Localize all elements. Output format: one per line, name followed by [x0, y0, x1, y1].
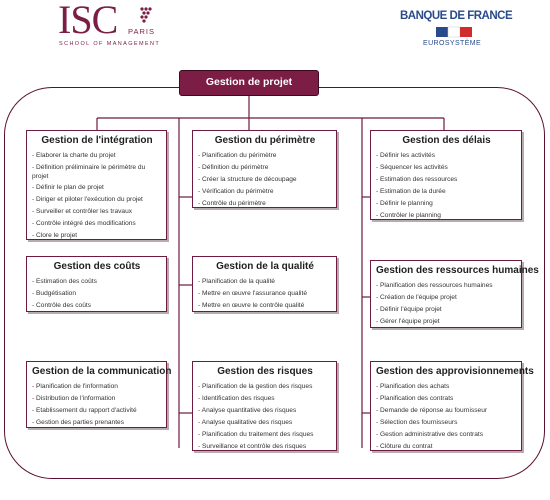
list-item: Surveillance et contrôle des risques: [198, 441, 332, 453]
list-item: Etablissement du rapport d'activité: [32, 405, 162, 417]
isc-logo-tagline: SCHOOL OF MANAGEMENT: [59, 41, 161, 47]
list-item: Mettre en œuvre le contrôle qualité: [198, 300, 332, 312]
list-item: Surveiller et contrôler les travaux: [32, 206, 162, 218]
list-item: Définir le planning: [376, 198, 517, 210]
list-item: Planification de la gestion des risques: [198, 381, 332, 393]
list-item: Mettre en œuvre l'assurance qualité: [198, 288, 332, 300]
box-title: Gestion des coûts: [53, 261, 141, 272]
box-gestion-couts: Gestion des coûts Estimation des coûts B…: [26, 256, 167, 312]
list-item: Clôture du contrat: [376, 441, 517, 453]
box-title: Gestion des risques: [217, 366, 313, 377]
list-item: Budgétisation: [32, 288, 162, 300]
item-list: Estimation des coûts Budgétisation Contr…: [32, 276, 162, 312]
box-title: Gestion de l'intégration: [41, 135, 153, 146]
list-item: Estimation de la durée: [376, 186, 517, 198]
list-item: Identification des risques: [198, 393, 332, 405]
list-item: Vérification du périmètre: [198, 186, 332, 198]
list-item: Planification des contrats: [376, 393, 517, 405]
list-item: Diriger et piloter l'exécution du projet: [32, 194, 162, 206]
list-item: Elaborer la charte du projet: [32, 150, 162, 162]
list-item: Créer la structure de découpage: [198, 174, 332, 186]
item-list: Définir les activités Séquencer les acti…: [376, 150, 517, 221]
box-gestion-risques: Gestion des risques Planification de la …: [192, 361, 337, 451]
list-item: Analyse qualitative des risques: [198, 417, 332, 429]
item-list: Elaborer la charte du projet Définition …: [32, 150, 162, 242]
box-title: Gestion des approvisionnements: [376, 366, 534, 377]
list-item: Contrôler le planning: [376, 210, 517, 222]
list-item: Demande de réponse au fournisseur: [376, 405, 517, 417]
item-list: Planification des ressources humaines Cr…: [376, 280, 517, 328]
list-item: Sélection des fournisseurs: [376, 417, 517, 429]
list-item: Clore le projet: [32, 230, 162, 242]
isc-logo-letters: ISC: [58, 0, 118, 42]
isc-logo-city: PARIS: [128, 27, 155, 36]
box-title: Gestion de la communication: [32, 366, 172, 377]
box-title: Gestion de la qualité: [216, 261, 314, 272]
isc-dots-icon: [140, 7, 152, 23]
list-item: Planification des achats: [376, 381, 517, 393]
list-item: Définir les activités: [376, 150, 517, 162]
list-item: Gestion administrative des contrats: [376, 429, 517, 441]
list-item: Planification du périmètre: [198, 150, 332, 162]
list-item: Planification du traitement des risques: [198, 429, 332, 441]
root-node-gestion-de-projet: Gestion de projet: [179, 70, 319, 96]
list-item: Planification de la qualité: [198, 276, 332, 288]
item-list: Planification du périmètre Définition du…: [198, 150, 332, 210]
box-gestion-approvisionnements: Gestion des approvisionnements Planifica…: [370, 361, 534, 452]
list-item: Contrôle intégré des modifications: [32, 218, 162, 230]
box-title: Gestion des ressources humaines: [376, 265, 539, 276]
list-item: Distribution de l'information: [32, 393, 162, 405]
list-item: Définir l'équipe projet: [376, 304, 517, 316]
list-item: Définition du périmètre: [198, 162, 332, 174]
box-gestion-communication: Gestion de la communication Planificatio…: [26, 361, 172, 429]
bdf-logo: BANQUE DE FRANCE EUROSYSTÈME: [400, 10, 520, 54]
list-item: Analyse quantitative des risques: [198, 405, 332, 417]
item-list: Planification de l'information Distribut…: [32, 381, 162, 429]
list-item: Séquencer les activités: [376, 162, 517, 174]
list-item: Définir le plan de projet: [32, 182, 162, 194]
bdf-logo-sub: EUROSYSTÈME: [423, 40, 482, 47]
list-item: Estimation des coûts: [32, 276, 162, 288]
isc-logo: ISC PARIS SCHOOL OF MANAGEMENT: [58, 0, 168, 50]
list-item: Création de l'équipe projet: [376, 292, 517, 304]
list-item: Estimation des ressources: [376, 174, 517, 186]
list-item: Gérer l'équipe projet: [376, 316, 517, 328]
box-title: Gestion des délais: [402, 135, 491, 146]
bdf-logo-name: BANQUE DE FRANCE: [400, 10, 513, 22]
box-gestion-integration: Gestion de l'intégration Elaborer la cha…: [26, 130, 167, 240]
box-gestion-ressources-humaines: Gestion des ressources humaines Planific…: [370, 260, 539, 328]
list-item: Planification de l'information: [32, 381, 162, 393]
item-list: Planification de la gestion des risques …: [198, 381, 332, 452]
list-item: Définition préliminaire le périmètre du …: [32, 163, 162, 181]
item-list: Planification des achats Planification d…: [376, 381, 517, 452]
bdf-flag-icon: [436, 26, 472, 38]
list-item: Planification des ressources humaines: [376, 280, 517, 292]
box-title: Gestion du périmètre: [214, 135, 316, 146]
box-gestion-delais: Gestion des délais Définir les activités…: [370, 130, 522, 220]
list-item: Gestion des parties prenantes: [32, 417, 162, 429]
box-gestion-perimetre: Gestion du périmètre Planification du pé…: [192, 130, 337, 208]
item-list: Planification de la qualité Mettre en œu…: [198, 276, 332, 312]
box-gestion-qualite: Gestion de la qualité Planification de l…: [192, 256, 337, 312]
list-item: Contrôle des coûts: [32, 300, 162, 312]
list-item: Contrôle du périmètre: [198, 198, 332, 210]
